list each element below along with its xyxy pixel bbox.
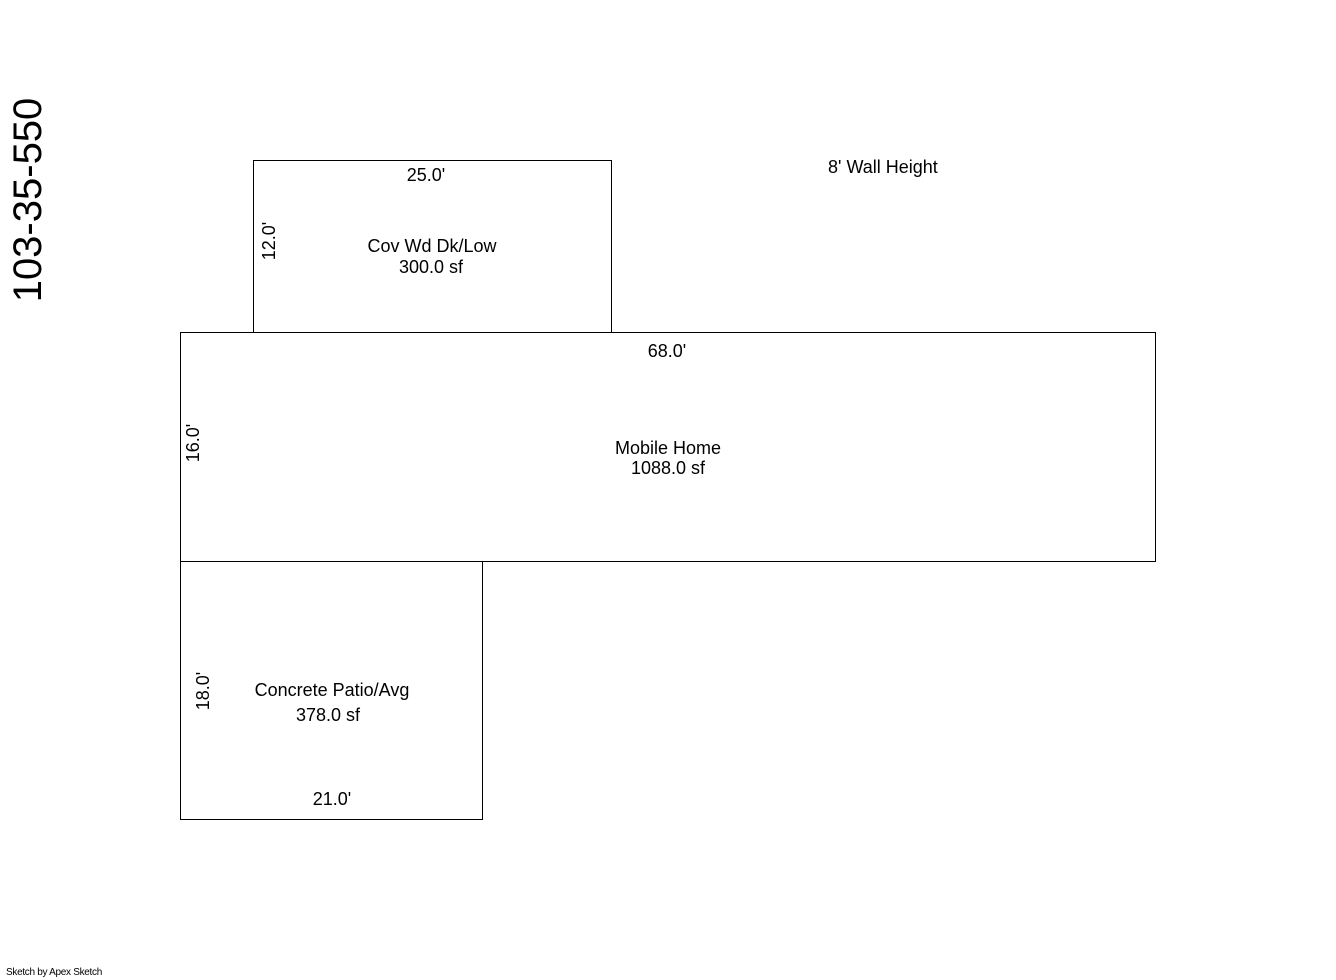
- mobile-home-area-value: 1088.0 sf: [630, 458, 706, 478]
- wall-height-note: 8' Wall Height: [828, 157, 938, 177]
- concrete-patio-depth-label: 18.0': [193, 671, 213, 711]
- concrete-patio-area-value: 378.0 sf: [295, 705, 361, 725]
- mobile-home-area: [180, 332, 1156, 562]
- covered-deck-name: Cov Wd Dk/Low: [367, 236, 497, 256]
- mobile-home-width-label: 68.0': [647, 341, 687, 361]
- parcel-id: 103-35-550: [6, 97, 50, 303]
- mobile-home-name: Mobile Home: [614, 438, 722, 458]
- concrete-patio-name: Concrete Patio/Avg: [254, 680, 410, 700]
- covered-deck-area-value: 300.0 sf: [398, 257, 464, 277]
- concrete-patio-width-label: 21.0': [312, 789, 352, 809]
- concrete-patio-area: [180, 561, 483, 820]
- covered-deck-width-label: 25.0': [406, 165, 446, 185]
- covered-deck-depth-label: 12.0': [259, 221, 279, 261]
- sketch-credit: Sketch by Apex Sketch: [6, 967, 102, 978]
- mobile-home-depth-label: 16.0': [183, 423, 203, 463]
